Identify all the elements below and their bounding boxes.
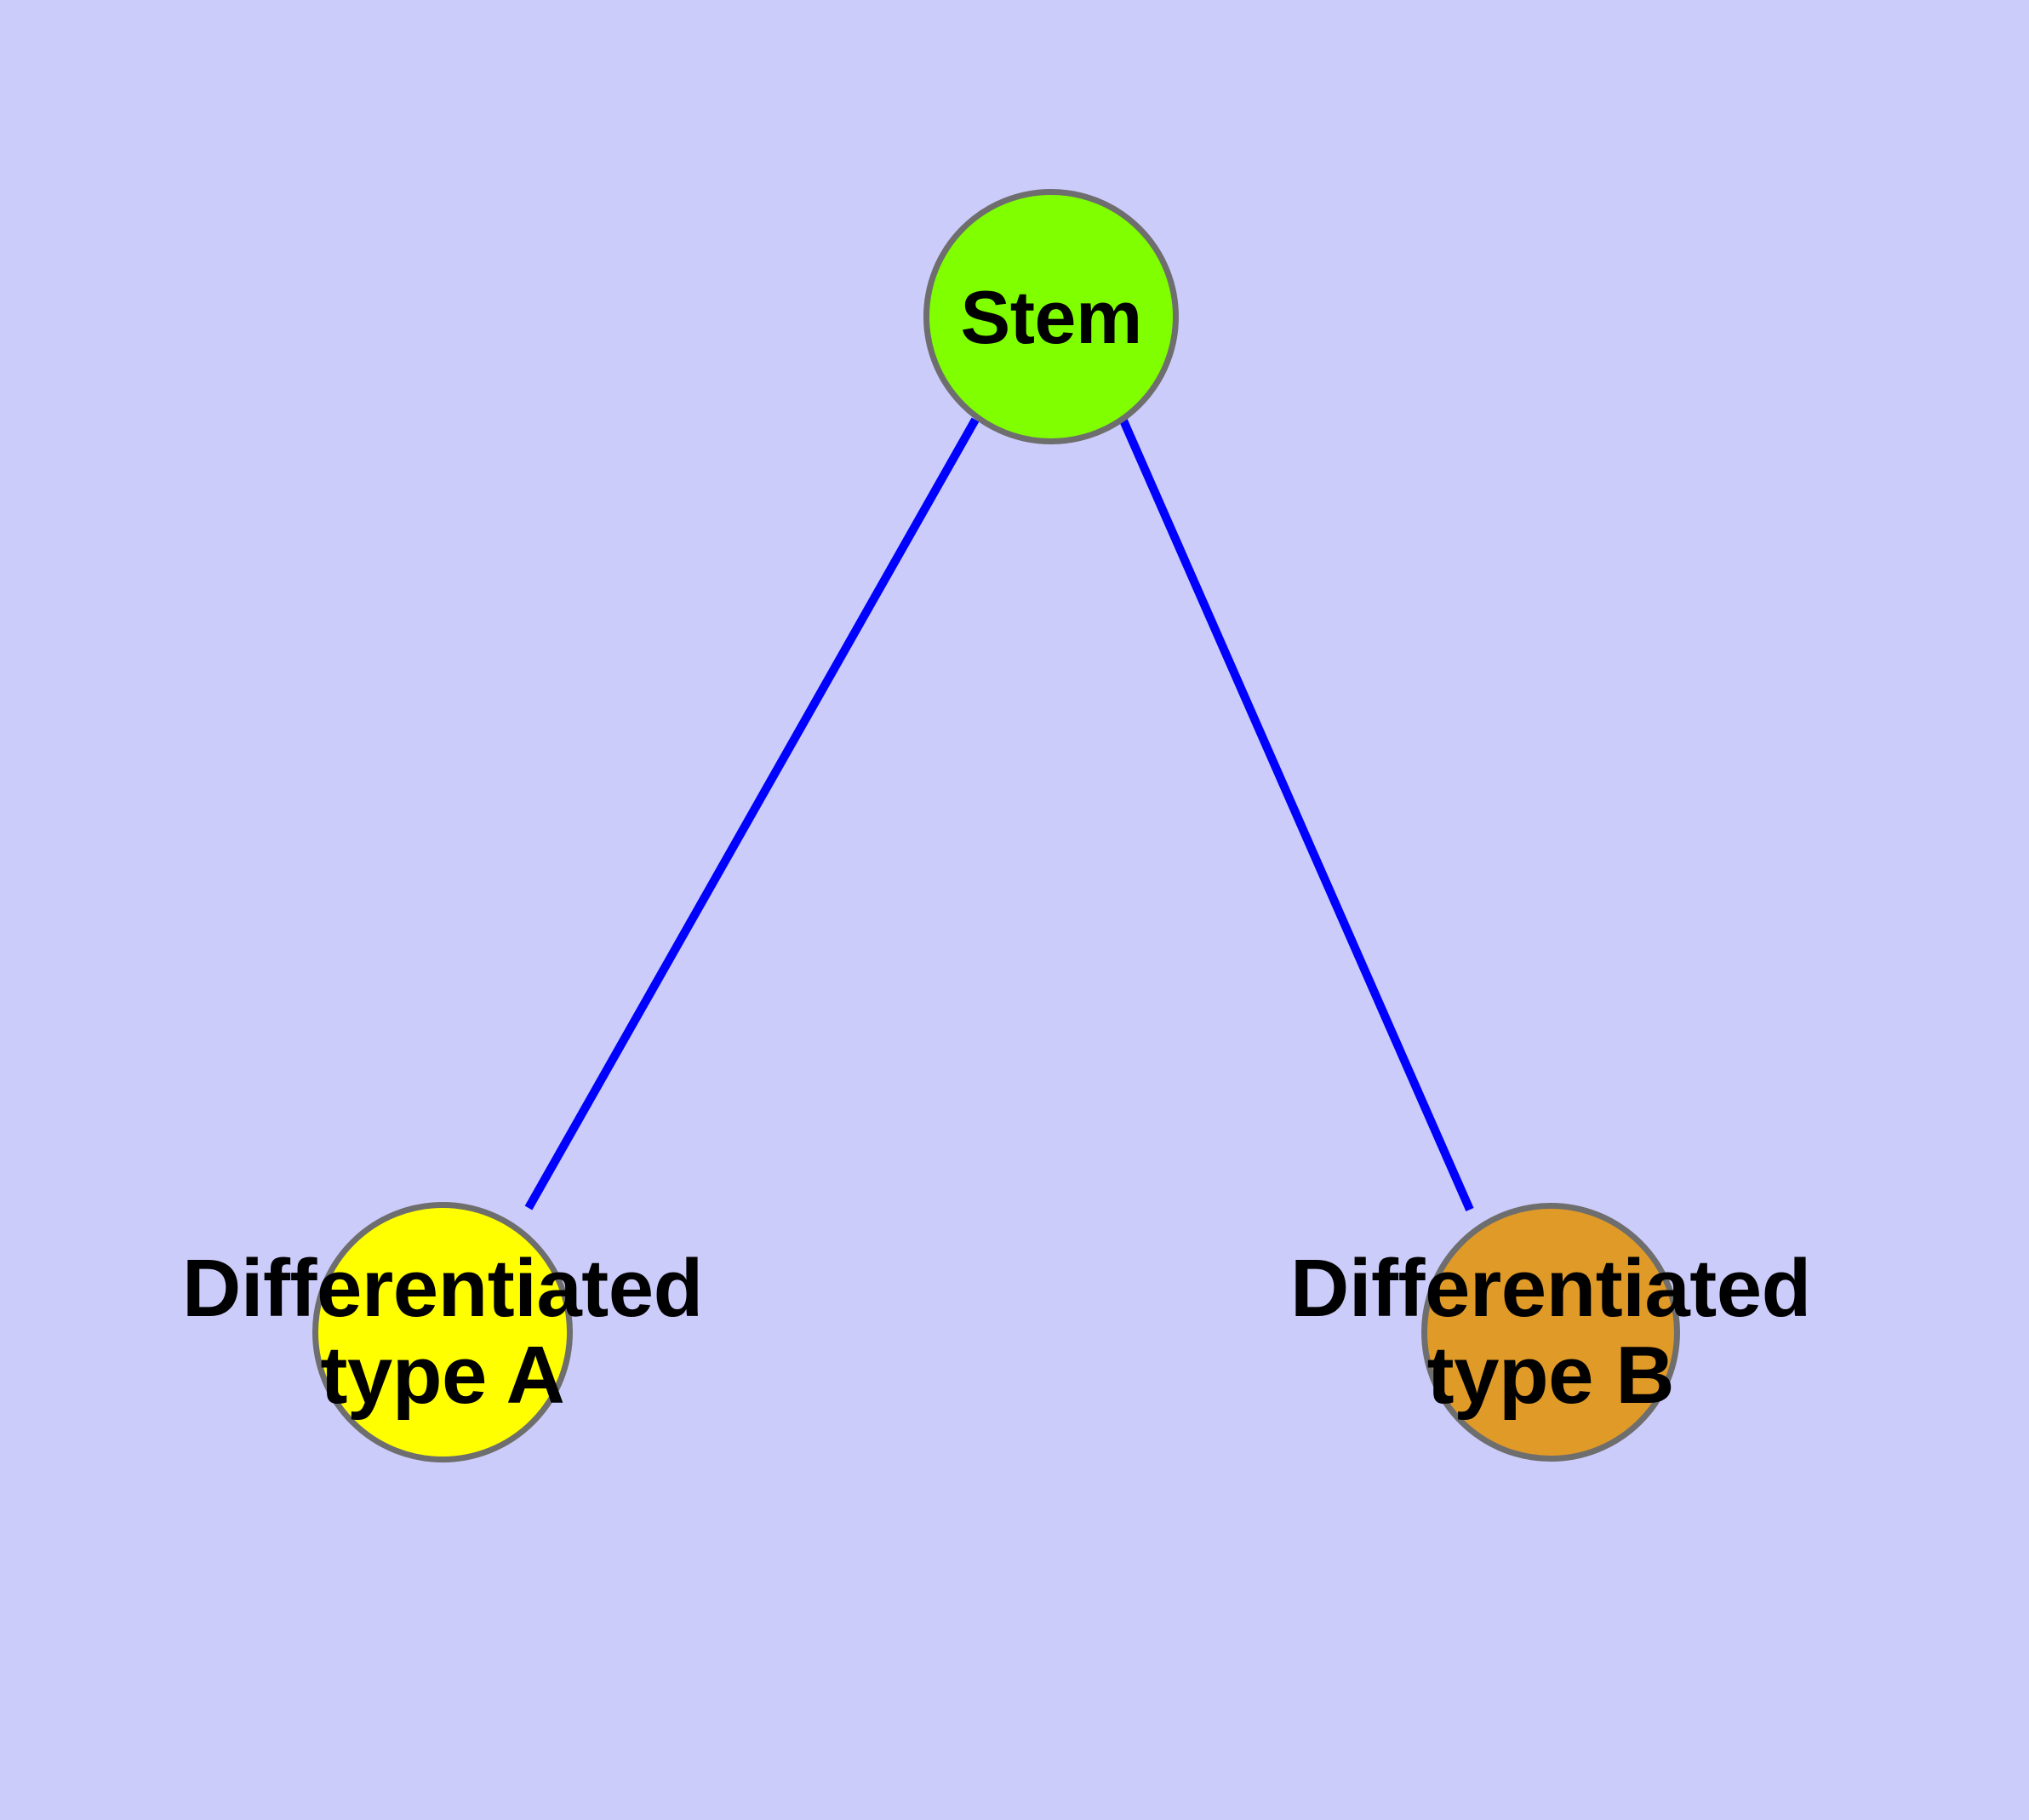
nodes-group <box>312 189 1680 1462</box>
edge-stem-diff-a[interactable] <box>524 417 980 1210</box>
node-circle-stem[interactable] <box>923 189 1179 444</box>
node-circle-diff_b[interactable] <box>1421 1203 1680 1462</box>
node-circle-diff_a[interactable] <box>312 1202 573 1462</box>
edge-stem-diff-b[interactable] <box>1119 418 1474 1212</box>
edges-group <box>524 417 1474 1212</box>
